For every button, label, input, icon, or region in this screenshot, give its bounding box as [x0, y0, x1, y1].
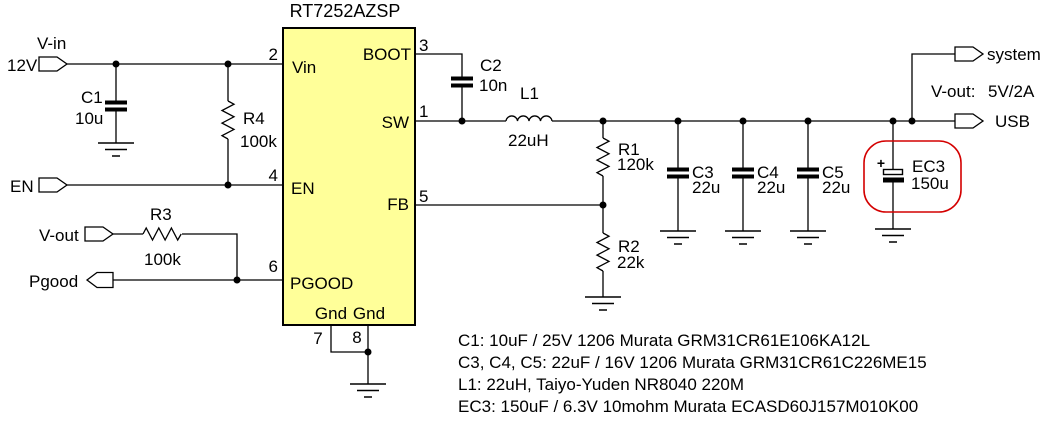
pin-label-en: EN: [291, 179, 315, 198]
capacitor-c5-symbol: [797, 167, 819, 179]
port-vin-symbol: [38, 56, 68, 72]
pin-label-boot: BOOT: [363, 45, 411, 64]
junction-dot: [599, 201, 607, 209]
ref-r4: R4: [243, 109, 265, 128]
port-en-symbol: [38, 177, 68, 193]
junction-dot: [804, 117, 812, 125]
ref-c5: C5: [822, 163, 844, 182]
pin-number-8: 8: [352, 328, 361, 347]
pin-label-gnd7: Gnd: [315, 304, 347, 323]
ground-c1: [97, 142, 135, 157]
wire-system-branch: [911, 53, 955, 121]
junction-dot: [739, 117, 747, 125]
junction-dot: [364, 348, 372, 356]
ref-r3: R3: [150, 205, 172, 224]
junction-dot: [674, 117, 682, 125]
note-line-4: EC3: 150uF / 6.3V 10mohm Murata ECASD60J…: [458, 397, 918, 416]
capacitor-ec3-plate-negative: [883, 177, 904, 183]
port-usb-symbol: [954, 113, 984, 129]
ref-r2: R2: [618, 237, 640, 256]
ref-r1: R1: [618, 140, 640, 159]
pin-label-fb: FB: [387, 195, 409, 214]
label-vin-port: V-in: [37, 34, 66, 53]
note-line-1: C1: 10uF / 25V 1206 Murata GRM31CR61E106…: [458, 331, 870, 350]
capacitor-c4-symbol: [732, 167, 754, 179]
ground-ec3: [874, 228, 912, 243]
capacitor-ec3-plate-positive: [882, 168, 904, 176]
value-r4: 100k: [240, 132, 277, 151]
ic-part-number: RT7252AZSP: [290, 1, 401, 21]
note-line-3: L1: 22uH, Taiyo-Yuden NR8040 220M: [458, 375, 744, 394]
junction-dot: [889, 117, 897, 125]
value-vout-rating: 5V/2A: [988, 82, 1035, 101]
pin-number-3: 3: [419, 36, 428, 55]
ec3-polarity-mark: +: [877, 155, 885, 171]
capacitor-c2-symbol: [451, 76, 473, 88]
ref-c3: C3: [692, 163, 714, 182]
note-line-2: C3, C4, C5: 22uF / 16V 1206 Murata GRM31…: [458, 353, 927, 372]
ground-r2: [584, 296, 622, 311]
label-pgood-port: Pgood: [29, 272, 78, 291]
label-vout-rating: V-out:: [931, 82, 975, 101]
label-vout-port: V-out: [39, 226, 79, 245]
junction-dot: [599, 117, 607, 125]
ref-c2: C2: [480, 56, 502, 75]
ref-ec3: EC3: [912, 157, 945, 176]
ground-c5: [789, 230, 827, 245]
pin-number-2: 2: [269, 45, 278, 64]
value-r2: 22k: [617, 253, 645, 272]
value-l1: 22uH: [508, 131, 549, 150]
junction-dot: [224, 181, 232, 189]
junction-dot: [233, 276, 241, 284]
wire-vout-r3: [113, 233, 238, 280]
value-r3: 100k: [144, 250, 181, 269]
pin-label-sw: SW: [382, 113, 409, 132]
port-vout-sense-symbol: [84, 226, 114, 242]
port-pgood-symbol: [86, 271, 114, 289]
pin-number-1: 1: [419, 102, 428, 121]
label-usb-port: USB: [995, 112, 1030, 131]
value-c4: 22u: [757, 178, 785, 197]
label-system-port: system: [987, 45, 1041, 64]
resistor-r2-symbol: [595, 232, 611, 272]
junction-dot: [908, 117, 916, 125]
ground-c3: [659, 230, 697, 245]
ref-c1: C1: [81, 88, 103, 107]
ground-c4: [724, 230, 762, 245]
ic-body: [282, 27, 416, 326]
value-c3: 22u: [692, 178, 720, 197]
resistor-r1-symbol: [595, 137, 611, 177]
value-c1: 10u: [75, 109, 103, 128]
ref-l1: L1: [520, 84, 539, 103]
pin-number-6: 6: [269, 257, 278, 276]
inductor-l1-symbol: [505, 115, 553, 122]
resistor-r3-symbol: [142, 226, 182, 242]
ground-ic: [349, 383, 387, 398]
pin-number-4: 4: [269, 166, 278, 185]
wire-gnd-pins: [330, 325, 369, 384]
pin-label-vin: Vin: [292, 58, 316, 77]
capacitor-c3-symbol: [667, 167, 689, 179]
value-ec3: 150u: [911, 174, 949, 193]
value-r1: 120k: [617, 155, 654, 174]
port-system-symbol: [954, 46, 984, 62]
junction-dot: [112, 60, 120, 68]
pin-label-pgood: PGOOD: [290, 274, 353, 293]
ec3-highlight-circle: [863, 140, 962, 213]
junction-dot: [224, 60, 232, 68]
resistor-r4-symbol: [220, 100, 236, 140]
pin-number-5: 5: [419, 187, 428, 206]
ref-c4: C4: [757, 163, 779, 182]
value-c5: 22u: [822, 178, 850, 197]
wire-boot-c2: [415, 53, 463, 121]
capacitor-c1-symbol: [105, 100, 127, 112]
pin-label-gnd8: Gnd: [353, 304, 385, 323]
label-en-port: EN: [10, 177, 34, 196]
pin-number-7: 7: [313, 329, 322, 348]
junction-dot: [458, 117, 466, 125]
value-c2: 10n: [479, 76, 507, 95]
label-vin-voltage: 12V: [7, 56, 38, 75]
